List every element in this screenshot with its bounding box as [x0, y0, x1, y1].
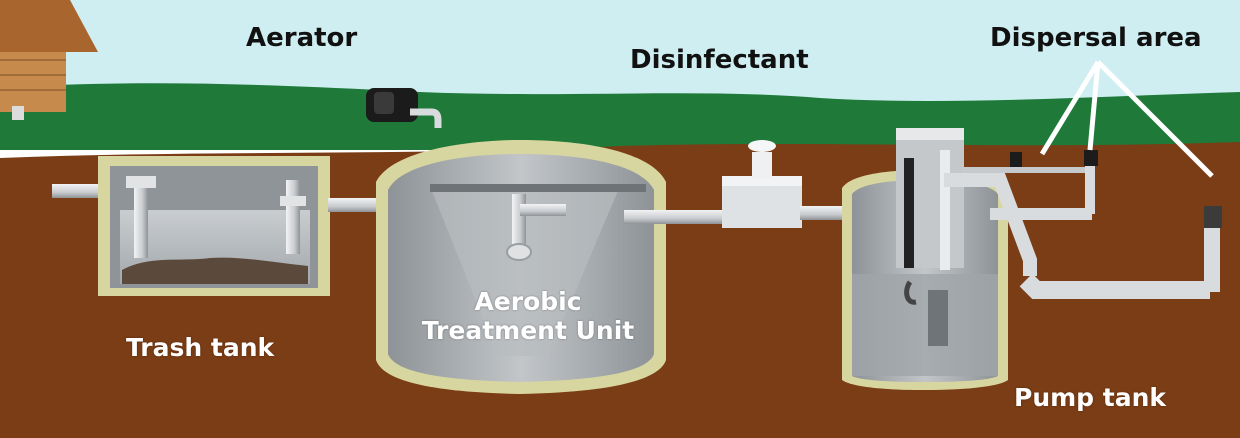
aerator-unit [366, 88, 442, 128]
trash-tank [98, 156, 330, 296]
label-aerobic-line1: Aerobic [474, 287, 582, 316]
label-aerator: Aerator [246, 23, 358, 53]
dispersal-piping [962, 150, 1222, 299]
label-aerobic-line2: Treatment Unit [421, 315, 635, 345]
house [0, 0, 98, 120]
label-dispersal-area: Dispersal area [990, 23, 1202, 53]
label-trash-tank: Trash tank [126, 333, 275, 362]
pump-tank [842, 128, 1037, 390]
label-pump-tank: Pump tank [1014, 383, 1167, 412]
label-disinfectant: Disinfectant [630, 45, 809, 75]
connector-pipe-2 [624, 210, 728, 224]
aerobic-treatment-unit [376, 140, 666, 394]
connector-pipe-3 [800, 206, 854, 220]
dispersal-area-pointers [1039, 60, 1214, 178]
disinfectant-unit [722, 140, 802, 228]
connector-pipe-1 [328, 198, 390, 212]
label-aerobic-treatment-unit: Aerobic Treatment Unit [412, 287, 644, 346]
